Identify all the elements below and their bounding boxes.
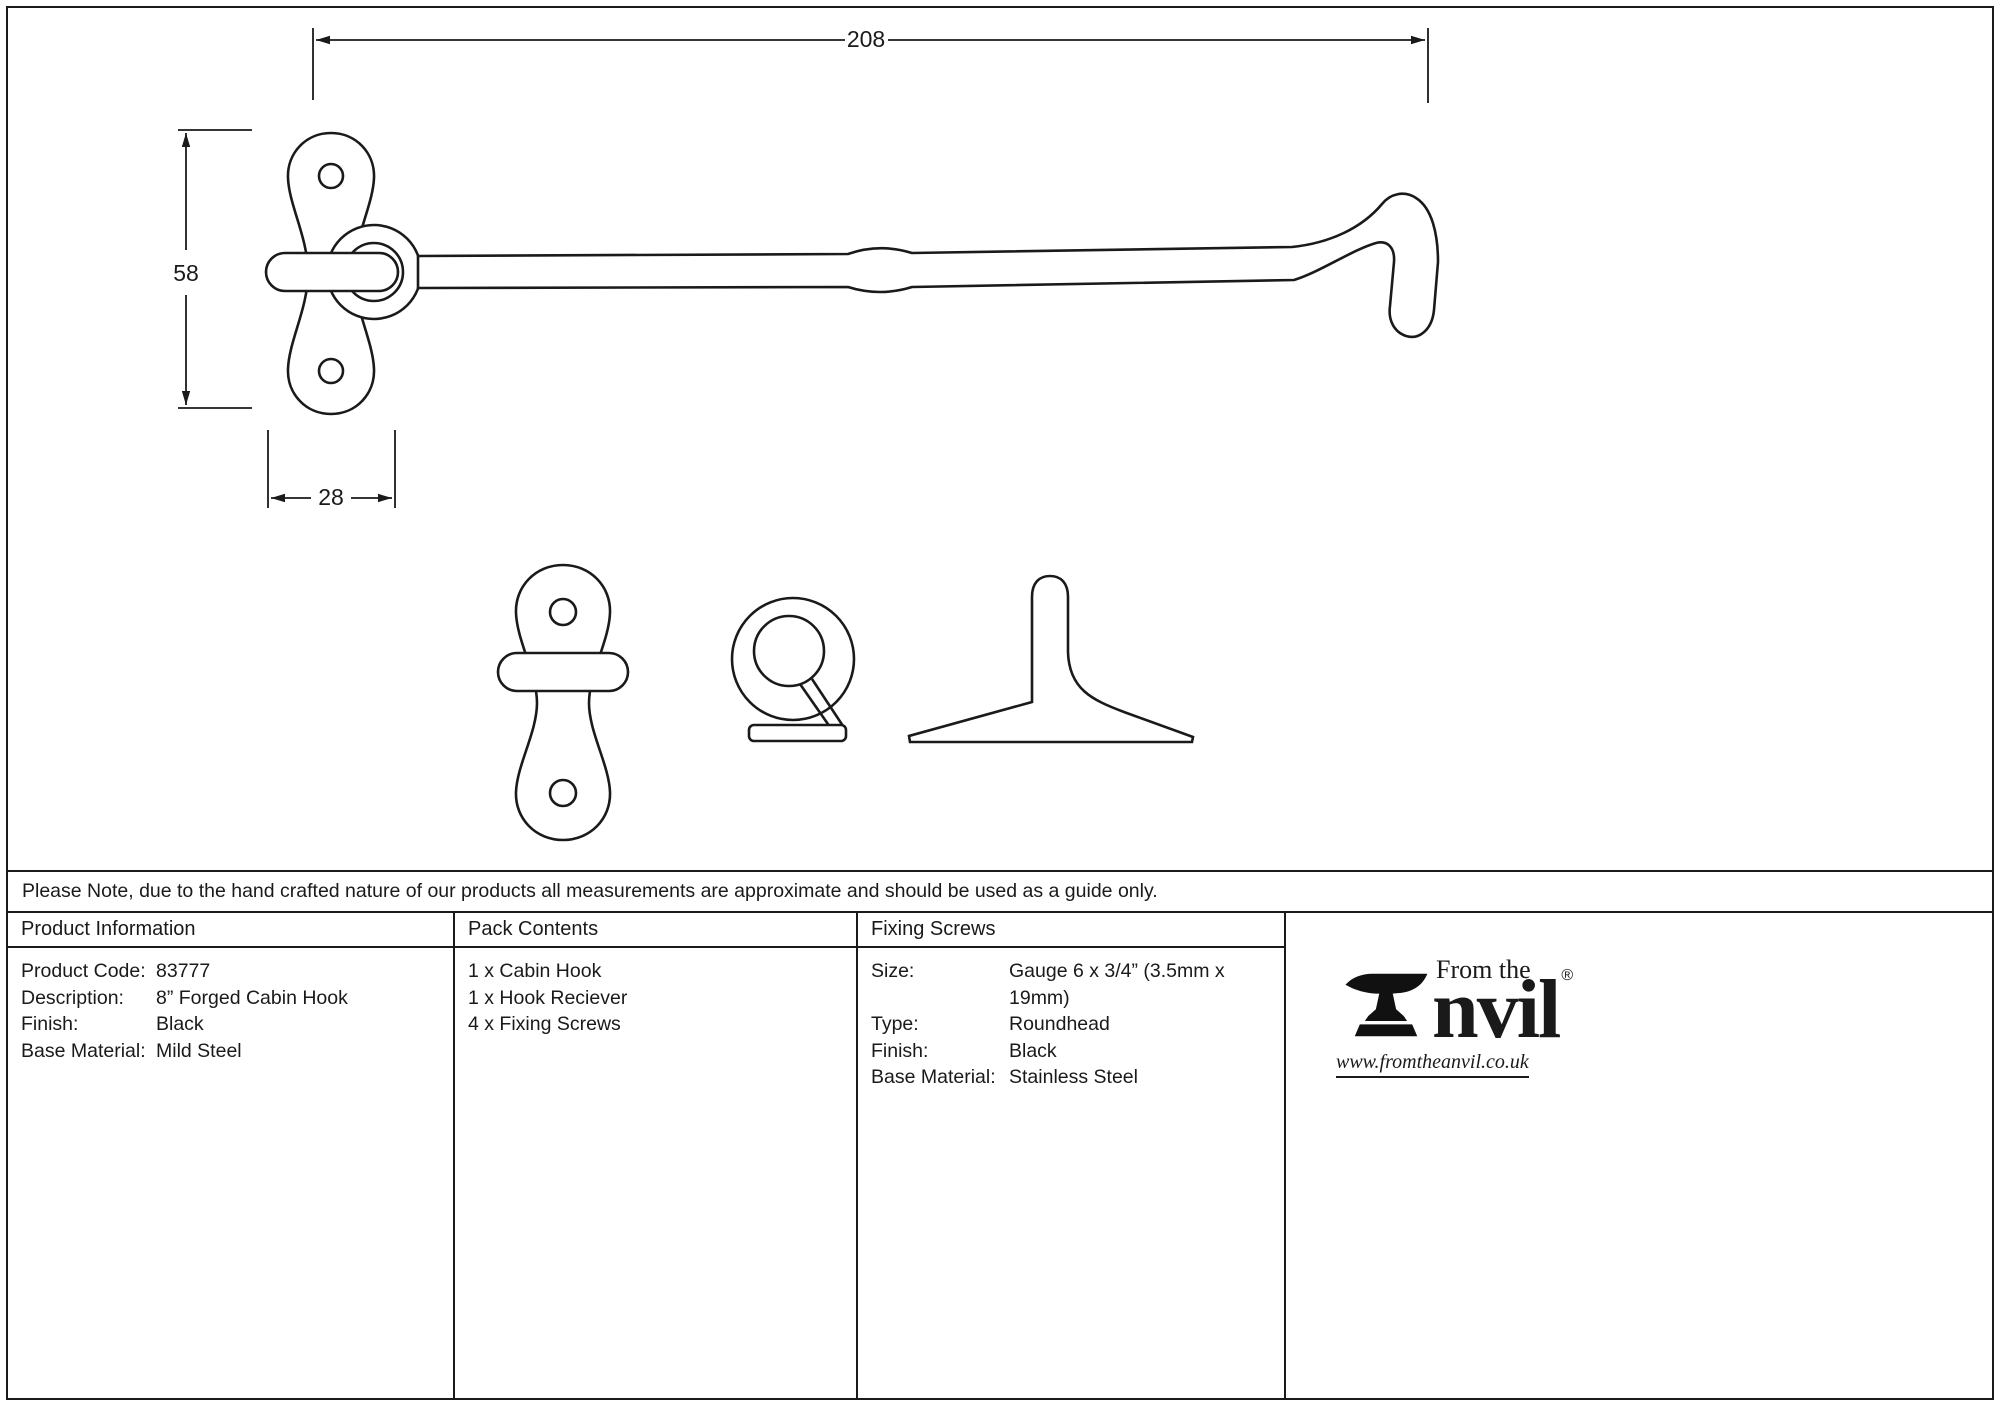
brand-logo-cell: From the nvil ® www.fromtheanvil.co.uk [1286,913,1992,1398]
eye-tail-line-1 [810,678,845,727]
base-material-row: Base Material: Mild Steel [21,1038,440,1065]
brand-name-text: nvil [1432,963,1561,1056]
eye-front-view [730,596,856,743]
base-material-value: Mild Steel [156,1039,242,1062]
eye-base-plate [747,723,848,743]
receiver-hole-top [548,597,578,627]
screw-base-material-label: Base Material: [871,1066,996,1088]
screw-hole-bottom [317,357,345,385]
product-code-label: Product Code: [21,960,146,982]
description-row: Description: 8” Forged Cabin Hook [21,985,440,1012]
product-code-value: 83777 [156,960,211,982]
receiver-plate-shape [514,563,612,842]
measurement-note: Please Note, due to the hand crafted nat… [8,872,1992,913]
dimension-height-label: 58 [173,260,199,286]
fixing-screws-header: Fixing Screws [858,913,1284,948]
product-information-header: Product Information [8,913,453,948]
eye-inner-loop [752,614,826,688]
pack-item: 1 x Cabin Hook [468,960,602,982]
cabin-hook-assembly [264,131,1440,416]
eye-tail-line-2 [798,683,832,728]
cabin-hook-technical-drawing: 208 58 28 [173,26,1440,842]
pack-contents-header: Pack Contents [455,913,856,948]
anvil-logo-icon [1345,973,1428,1037]
description-value: 8” Forged Cabin Hook [156,986,348,1009]
hook-rod [416,192,1440,339]
screw-base-material-value: Stainless Steel [1009,1066,1138,1088]
product-code-row: Product Code: 83777 [21,958,440,985]
screw-finish-label: Finish: [871,1039,929,1062]
pack-item: 4 x Fixing Screws [468,1013,621,1035]
receiver-side-shape [907,574,1195,744]
product-information-column: Product Information Product Code: 83777 … [8,913,455,1398]
screw-base-material-row: Base Material: Stainless Steel [871,1064,1271,1091]
receiver-hole-bottom [548,778,578,808]
receiver-plate-front-view [496,563,630,842]
dimension-length-label: 208 [847,26,885,52]
registered-trademark: ® [1561,967,1574,984]
logo-tagline: From the [1436,955,1531,984]
screw-type-row: Type: Roundhead [871,1011,1271,1038]
pack-contents-column: Pack Contents 1 x Cabin Hook 1 x Hook Re… [455,913,858,1398]
pack-item: 1 x Hook Reciever [468,986,628,1009]
from-the-anvil-logo: From the nvil ® www.fromtheanvil.co.uk [1336,957,1573,1078]
fixing-screws-column: Fixing Screws Size: Gauge 6 x 3/4” (3.5m… [858,913,1286,1398]
screw-type-label: Type: [871,1013,919,1035]
screw-finish-value: Black [1009,1039,1057,1062]
base-material-label: Base Material: [21,1039,146,1062]
screw-hole-top [317,162,345,190]
pintle-pin [264,251,400,293]
receiver-pin [496,651,630,693]
screw-size-label: Size: [871,960,915,982]
receiver-side-view [907,574,1195,744]
dimension-lines [178,28,1429,508]
description-label: Description: [21,986,124,1009]
dimension-width-label: 28 [318,484,344,510]
finish-label: Finish: [21,1013,79,1035]
product-table: Please Note, due to the hand crafted nat… [8,870,1992,1398]
screw-size-row: Size: Gauge 6 x 3/4” (3.5mm x 19mm) [871,958,1271,1011]
finish-value: Black [156,1013,204,1035]
screw-size-value: Gauge 6 x 3/4” (3.5mm x 19mm) [1009,960,1225,1009]
screw-finish-row: Finish: Black [871,1038,1271,1065]
finish-row: Finish: Black [21,1011,440,1038]
brand-website-url: www.fromtheanvil.co.uk [1336,1051,1529,1078]
screw-type-value: Roundhead [1009,1013,1110,1035]
